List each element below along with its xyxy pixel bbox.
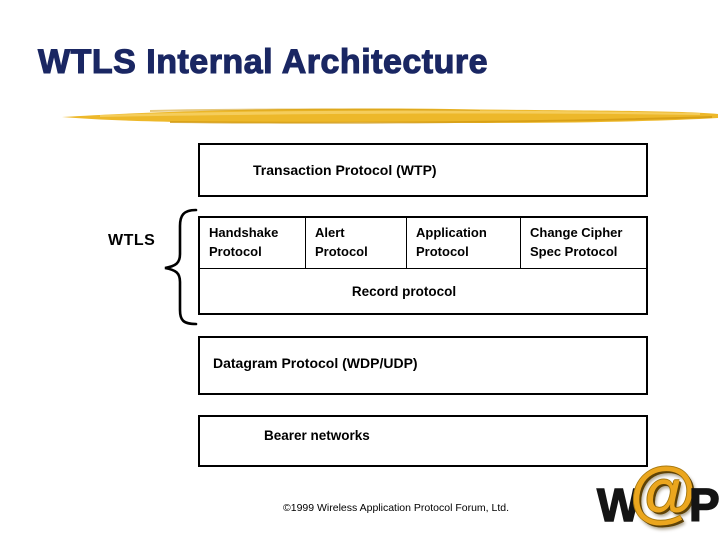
box-wtls-group: Handshake Protocol Alert Protocol Applic… bbox=[198, 216, 648, 315]
wap-logo: W @ P bbox=[596, 456, 720, 538]
brush-stroke-underline bbox=[62, 108, 718, 124]
protocol-row: Handshake Protocol Alert Protocol Applic… bbox=[200, 218, 646, 269]
cell-record-protocol: Record protocol bbox=[200, 269, 646, 313]
logo-letter-p: P bbox=[688, 479, 720, 531]
page-title: WTLS Internal Architecture bbox=[37, 43, 489, 81]
cell-alert-protocol: Alert Protocol bbox=[306, 218, 407, 268]
logo-at-icon: @ bbox=[630, 454, 697, 530]
logo-letter-w: W bbox=[596, 479, 641, 531]
wtls-group-label: WTLS bbox=[108, 232, 156, 249]
box-bearer-networks: Bearer networks bbox=[198, 415, 648, 467]
curly-brace bbox=[164, 208, 198, 326]
cell-handshake-protocol: Handshake Protocol bbox=[200, 218, 306, 268]
copyright-footer: ©1999 Wireless Application Protocol Foru… bbox=[283, 502, 510, 514]
cell-application-protocol: Application Protocol bbox=[407, 218, 521, 268]
datagram-protocol-label: Datagram Protocol (WDP/UDP) bbox=[213, 355, 418, 371]
bearer-networks-label: Bearer networks bbox=[264, 428, 370, 443]
transaction-protocol-label: Transaction Protocol (WTP) bbox=[253, 162, 437, 178]
record-protocol-label: Record protocol bbox=[351, 283, 457, 299]
box-transaction-protocol: Transaction Protocol (WTP) bbox=[198, 143, 648, 197]
box-datagram-protocol: Datagram Protocol (WDP/UDP) bbox=[198, 336, 648, 395]
cell-change-cipher-spec-protocol: Change Cipher Spec Protocol bbox=[530, 225, 623, 259]
